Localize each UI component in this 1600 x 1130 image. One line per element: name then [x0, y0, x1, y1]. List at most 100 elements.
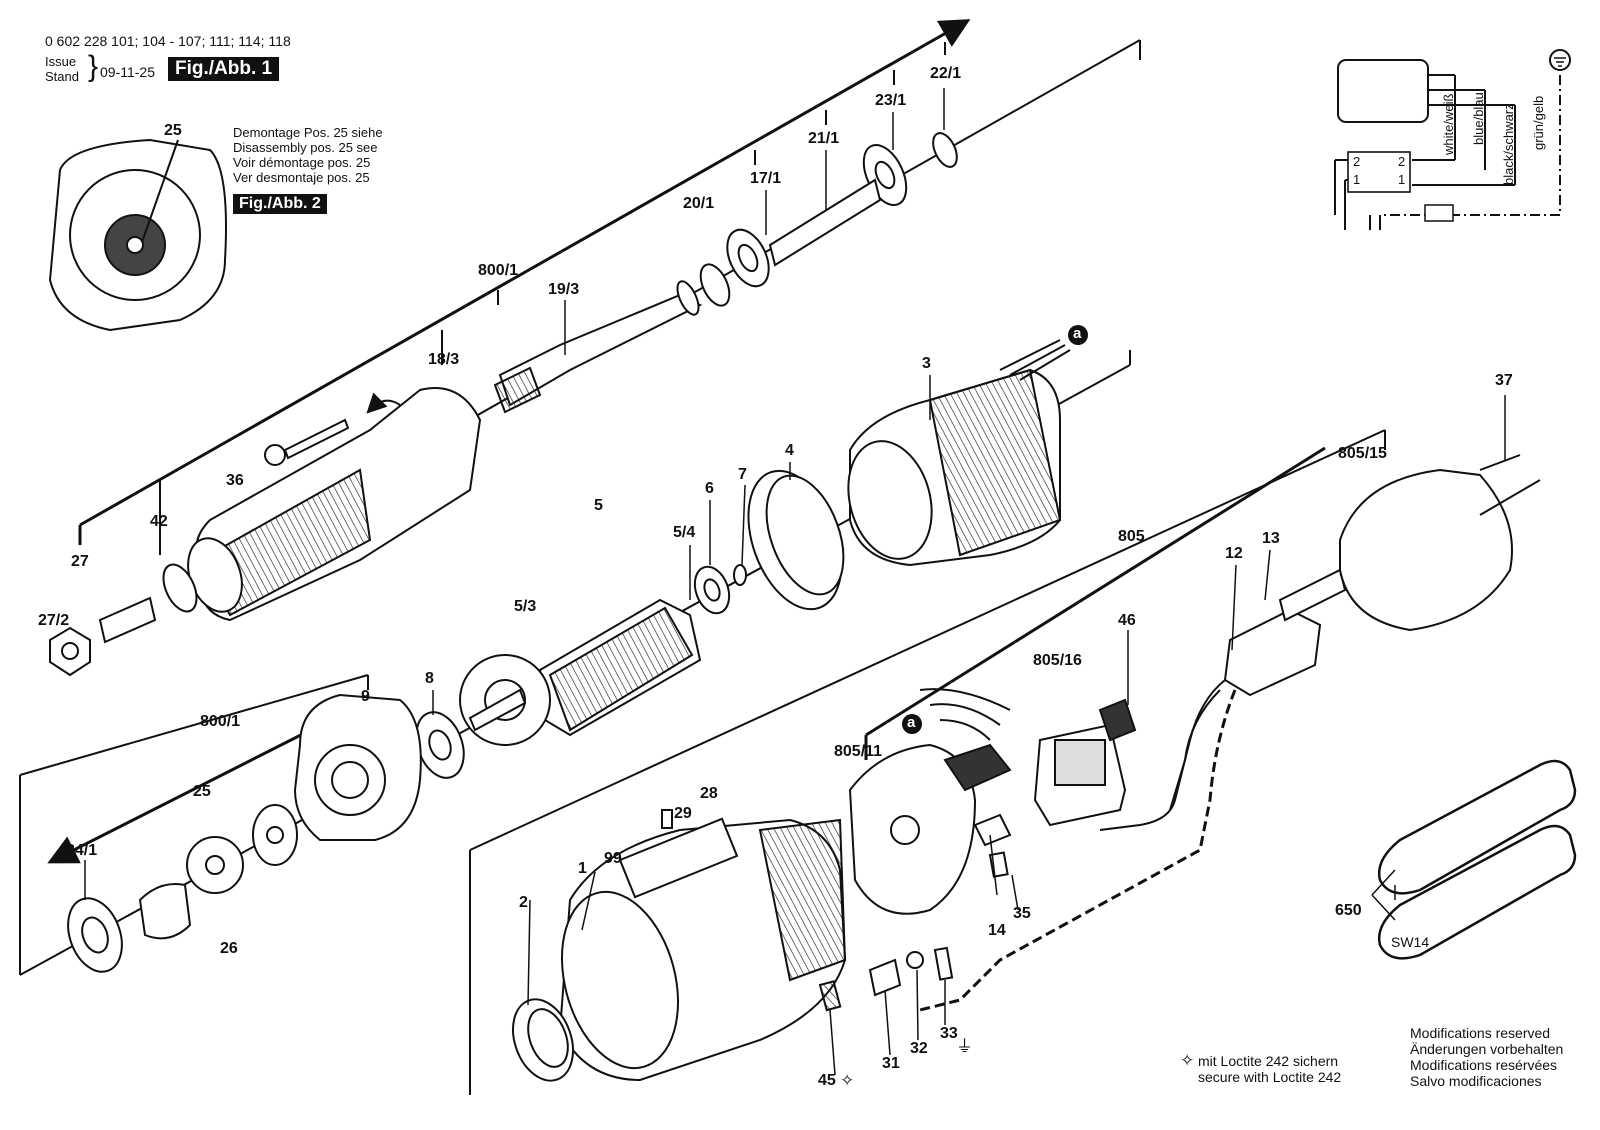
connection-marker-letter: a	[1073, 325, 1082, 342]
spindle-shaft	[493, 293, 703, 414]
part-label: 805/16	[1033, 652, 1082, 669]
connection-marker-a-2	[902, 714, 922, 734]
part-label: 5/3	[514, 598, 537, 615]
brace: }	[88, 50, 99, 83]
wrenches-650	[1377, 759, 1577, 960]
terminal-2-right: 2	[1398, 154, 1406, 169]
part-label: 27/2	[38, 612, 70, 629]
part-label: 12	[1225, 545, 1243, 562]
part-label: 37	[1495, 372, 1513, 389]
loctite-note: mit Loctite 242 sichern secure with Loct…	[1198, 1053, 1341, 1085]
inset-part-25: 25	[164, 122, 182, 139]
issue-date: 09-11-25	[100, 64, 156, 80]
note-line: Demontage Pos. 25 siehe	[233, 125, 383, 140]
note-line: Voir démontage pos. 25	[233, 155, 371, 170]
bearings-mid	[415, 564, 747, 779]
ground-icon: ⏚	[956, 1037, 973, 1056]
part-label: 7	[738, 466, 747, 483]
part-label: 3	[922, 355, 931, 372]
terminal-1-right: 1	[1398, 172, 1406, 187]
part-label: 27	[71, 553, 89, 570]
part-label: 31	[882, 1055, 900, 1072]
note-line: Ver desmontaje pos. 25	[233, 170, 370, 185]
part-label: 6	[705, 480, 714, 497]
part-label: 45	[818, 1072, 836, 1089]
part-label: 5	[594, 497, 603, 514]
part-label: 33	[940, 1025, 958, 1042]
figure-label: Fig./Abb. 1	[168, 57, 280, 81]
ball-bearings-top	[676, 132, 958, 316]
part-label: 800/1	[478, 262, 519, 279]
screw-36	[264, 418, 350, 466]
assembly-line-top	[79, 19, 971, 527]
modifications-line: Modifications reserved	[1410, 1025, 1551, 1041]
part-label: 18/3	[428, 351, 460, 368]
part-label: 24/1	[66, 842, 98, 859]
modifications-note: Modifications reserved Änderungen vorbeh…	[1410, 1025, 1563, 1089]
part-label: 9	[361, 688, 370, 705]
loctite-star-icon: ✧	[1180, 1051, 1195, 1070]
modifications-line: Salvo modificaciones	[1410, 1073, 1542, 1089]
part-label: 35	[1013, 905, 1031, 922]
motor-housing-1	[512, 817, 847, 1082]
part-label: 42	[150, 513, 168, 530]
loctite-star-icon: ✧	[840, 1071, 855, 1090]
note-line: Disassembly pos. 25 see	[233, 140, 378, 155]
ring-4	[747, 469, 845, 611]
gear-housing	[187, 387, 482, 622]
part-label: 99	[604, 850, 622, 867]
issue-label: Issue	[45, 54, 77, 69]
cable-and-handle	[1223, 454, 1541, 697]
part-label: 25	[193, 783, 211, 800]
wire-label-green: grün/gelb	[1531, 95, 1546, 150]
loctite-line: secure with Loctite 242	[1198, 1069, 1342, 1085]
part-label: 650	[1335, 902, 1362, 919]
modifications-line: Modifications resérvées	[1410, 1057, 1558, 1073]
brush-plate-805-11	[848, 743, 1012, 915]
wire-label-blue: blue/blau	[1471, 92, 1486, 145]
part-label: 805/15	[1338, 445, 1387, 462]
connection-marker-letter: a	[907, 714, 916, 731]
part-label: 32	[910, 1040, 928, 1057]
wiring-lines	[1334, 49, 1571, 230]
part-label: 4	[785, 442, 794, 459]
part-label: 5/4	[673, 524, 696, 541]
collet-nut	[49, 563, 198, 677]
part-label: SW14	[1391, 934, 1430, 950]
terminal-1-left: 1	[1353, 172, 1361, 187]
cable-wires	[919, 679, 1237, 1012]
part-label: 20/1	[683, 195, 715, 212]
issue-stand-block: Issue Stand	[45, 54, 79, 84]
connection-marker-a-1	[1068, 325, 1088, 345]
part-label: 805/11	[834, 743, 883, 760]
modifications-line: Änderungen vorbehalten	[1410, 1041, 1564, 1057]
disassembly-note: Demontage Pos. 25 siehe Disassembly pos.…	[233, 125, 383, 185]
inset-endcap	[48, 138, 227, 332]
part-label: 22/1	[930, 65, 962, 82]
part-label: 46	[1118, 612, 1136, 629]
part-label: 1	[578, 860, 587, 877]
part-label: 2	[519, 894, 528, 911]
part-label: 28	[700, 785, 718, 802]
part-label: 26	[220, 940, 238, 957]
part-label: 36	[226, 472, 244, 489]
figure-2-label: Fig./Abb. 2	[233, 194, 327, 214]
switch-805-16	[1033, 698, 1137, 827]
field-stator	[847, 339, 1071, 567]
part-label: 29	[674, 805, 692, 822]
part-label: 19/3	[548, 281, 580, 298]
terminal-2-left: 2	[1353, 154, 1361, 169]
part-label: 13	[1262, 530, 1280, 547]
bearing-flange-9	[293, 693, 422, 841]
part-label: 800/1	[200, 713, 241, 730]
part-label: 8	[425, 670, 434, 687]
parts-24-25-26	[67, 804, 298, 973]
part-label: 14	[988, 922, 1006, 939]
stand-label: Stand	[45, 69, 79, 84]
model-numbers: 0 602 228 101; 104 - 107; 111; 114; 118	[45, 33, 291, 49]
assembly-line-805	[865, 446, 1326, 737]
loctite-line: mit Loctite 242 sichern	[1198, 1053, 1339, 1069]
part-label: 21/1	[808, 130, 840, 147]
part-label: 805	[1118, 528, 1145, 545]
